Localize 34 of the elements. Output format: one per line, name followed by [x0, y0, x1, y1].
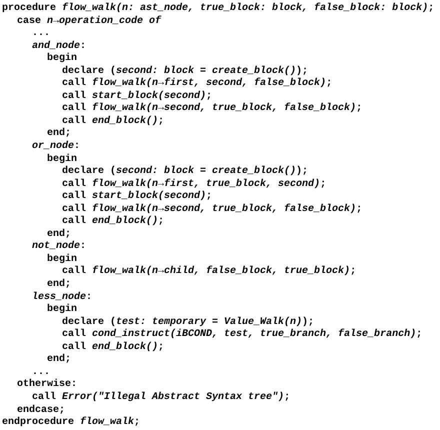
code-line: declare (test: temporary = Value_Walk(n));: [62, 316, 314, 328]
code-line: not_node:: [32, 241, 86, 254]
code-line: call flow_walk(n→second, true_block, false_block);: [62, 204, 362, 216]
code-line: procedure flow_walk(n: ast_node, true_block: block, false_block: block);: [2, 3, 434, 16]
code-line: call flow_walk(n→first, true_block, second);: [62, 178, 326, 190]
code-line: end;: [47, 354, 72, 367]
code-line: less_node:: [32, 292, 92, 304]
code-line: end;: [47, 128, 72, 140]
code-line: call end_block();: [62, 342, 164, 354]
code-line: begin: [47, 254, 78, 266]
code-line: call start_block(second);: [62, 191, 212, 204]
code-line: call flow_walk(n→child, false_block, true_block);: [62, 266, 356, 278]
code-line: ...: [32, 366, 50, 378]
code-line: end;: [47, 228, 72, 240]
code-line: declare (second: block = create_block());: [62, 66, 308, 78]
code-line: call cond_instruct(iBCOND, test, true_branch, false_branch);: [62, 329, 422, 342]
code-line: declare (second: block = create_block());: [62, 166, 308, 178]
code-line: begin: [47, 53, 78, 66]
code-line: and_node:: [32, 40, 86, 52]
code-line: end;: [47, 279, 72, 292]
code-line: endcase;: [17, 404, 66, 416]
code-line: call start_block(second);: [62, 90, 212, 102]
code-line: call flow_walk(n→first, second, false_block);: [62, 78, 332, 90]
code-line: case n→operation_code of: [17, 16, 162, 28]
code-line: call end_block();: [62, 116, 164, 128]
code-line: call flow_walk(n→second, true_block, false_block);: [62, 103, 362, 116]
code-line: call end_block();: [62, 216, 164, 228]
code-line: call Error("Illegal Abstract Syntax tree");: [32, 392, 290, 404]
code-line: otherwise:: [17, 379, 78, 392]
code-line: begin: [47, 154, 78, 166]
code-line: ...: [32, 28, 50, 40]
code-line: begin: [47, 304, 78, 316]
code-line: or_node:: [32, 141, 80, 154]
code-line: endprocedure flow_walk;: [2, 417, 140, 430]
